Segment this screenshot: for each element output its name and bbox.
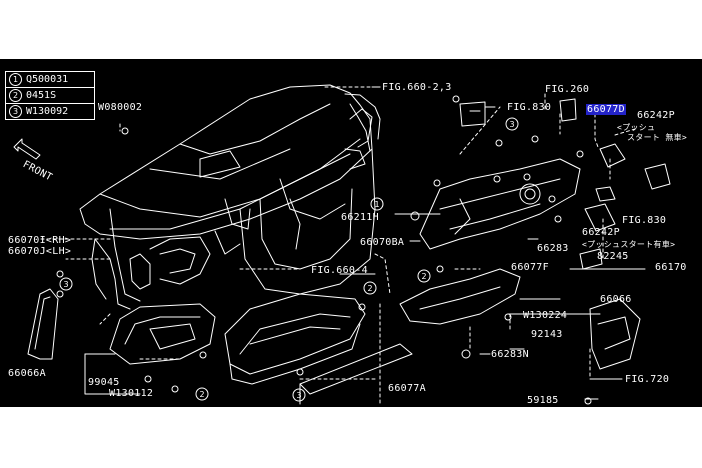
label-66066[interactable]: 66066: [600, 294, 632, 305]
legend-row: 2 0451S: [6, 88, 94, 104]
label-66070ba[interactable]: 66070BA: [360, 237, 405, 248]
label-66211h[interactable]: 66211H: [341, 212, 379, 223]
dashboard-outline: [79, 84, 381, 310]
svg-text:3: 3: [63, 280, 68, 289]
label-fig830-top[interactable]: FIG.830: [507, 102, 552, 113]
part-legend: 1 Q500031 2 0451S 3 W130092: [5, 71, 95, 120]
legend-part-number: 0451S: [26, 90, 57, 101]
label-push-start-top-1: <プッシュ: [617, 123, 656, 132]
label-66070i-rh[interactable]: 66070I<RH>: [8, 235, 72, 246]
svg-text:1: 1: [374, 200, 379, 209]
parts-diagram: 3 3 1 2 2 2 3 1 Q500031 2 0451S 3 W13009…: [0, 59, 702, 407]
label-92143[interactable]: 92143: [531, 329, 563, 340]
label-66283n[interactable]: 66283N: [491, 349, 529, 360]
label-w080002[interactable]: W080002: [98, 102, 143, 113]
label-59185[interactable]: 59185: [527, 395, 559, 406]
label-fig660-4[interactable]: FIG.660-4: [311, 265, 368, 276]
label-fig660-2-3[interactable]: FIG.660-2,3: [382, 82, 452, 93]
front-arrow-icon: [13, 138, 41, 160]
svg-text:2: 2: [199, 390, 204, 399]
legend-number: 3: [9, 105, 22, 118]
label-66170[interactable]: 66170: [655, 262, 687, 273]
legend-number: 1: [9, 73, 22, 86]
svg-text:3: 3: [509, 120, 514, 129]
legend-part-number: Q500031: [26, 74, 69, 85]
label-66077f[interactable]: 66077F: [511, 262, 549, 273]
legend-part-number: W130092: [26, 106, 69, 117]
label-66242p-bottom[interactable]: 66242P: [582, 227, 620, 238]
diagram-drawing: 3 3 1 2 2 2 3: [13, 84, 671, 405]
label-99045[interactable]: 99045: [88, 377, 120, 388]
legend-number: 2: [9, 89, 22, 102]
label-w130112[interactable]: W130112: [109, 388, 154, 399]
label-66077d-highlighted[interactable]: 66077D: [586, 104, 626, 115]
label-fig260[interactable]: FIG.260: [545, 84, 590, 95]
svg-text:3: 3: [296, 391, 301, 400]
label-66070j-lh[interactable]: 66070J<LH>: [8, 246, 72, 257]
label-push-start-bottom: <プッシュスタート有車>: [582, 240, 676, 249]
legend-row: 3 W130092: [6, 104, 94, 119]
label-66242p-top[interactable]: 66242P: [637, 110, 675, 121]
label-66077a[interactable]: 66077A: [388, 383, 426, 394]
legend-row: 1 Q500031: [6, 72, 94, 88]
label-w130224[interactable]: W130224: [523, 310, 568, 321]
label-82245[interactable]: 82245: [597, 251, 629, 262]
label-66283[interactable]: 66283: [537, 243, 569, 254]
callout-markers: [59, 117, 519, 402]
label-66066a[interactable]: 66066A: [8, 368, 46, 379]
svg-text:2: 2: [421, 272, 426, 281]
label-fig720[interactable]: FIG.720: [625, 374, 670, 385]
label-fig830-right[interactable]: FIG.830: [622, 215, 667, 226]
label-push-start-top-2: スタート 無車>: [627, 133, 688, 142]
svg-text:2: 2: [367, 284, 372, 293]
